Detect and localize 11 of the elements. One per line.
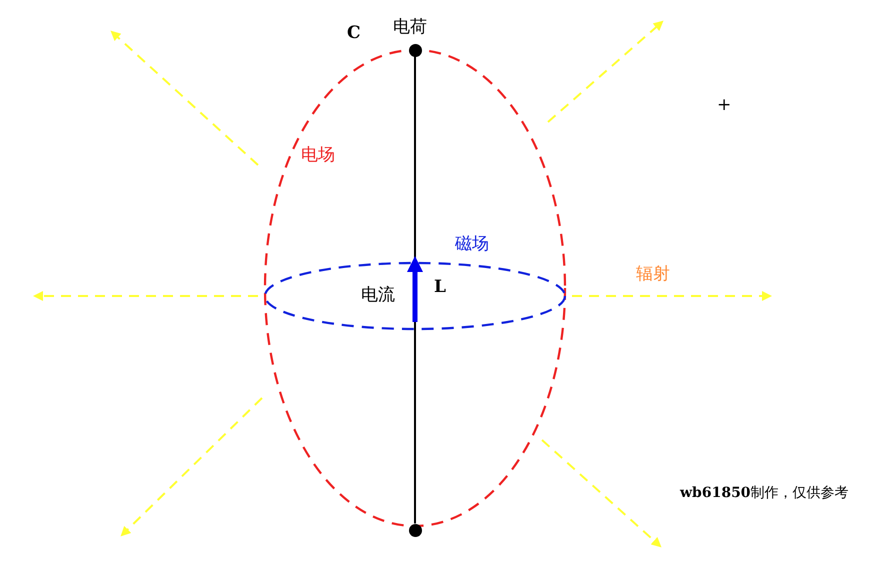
text-label: 电流 <box>361 287 395 304</box>
text-label: 磁场 <box>455 236 489 253</box>
text-label: 电荷 <box>393 19 427 36</box>
credit-note: wb61850制作，仅供参考 <box>680 486 849 500</box>
point-label: L <box>434 279 446 296</box>
plus-sign: + <box>717 97 732 114</box>
charge-dot <box>408 44 422 56</box>
text-label: 电场 <box>301 147 335 164</box>
point-label: C <box>347 25 361 42</box>
charge-dot <box>408 524 422 536</box>
text-label: 辐射 <box>636 266 670 283</box>
